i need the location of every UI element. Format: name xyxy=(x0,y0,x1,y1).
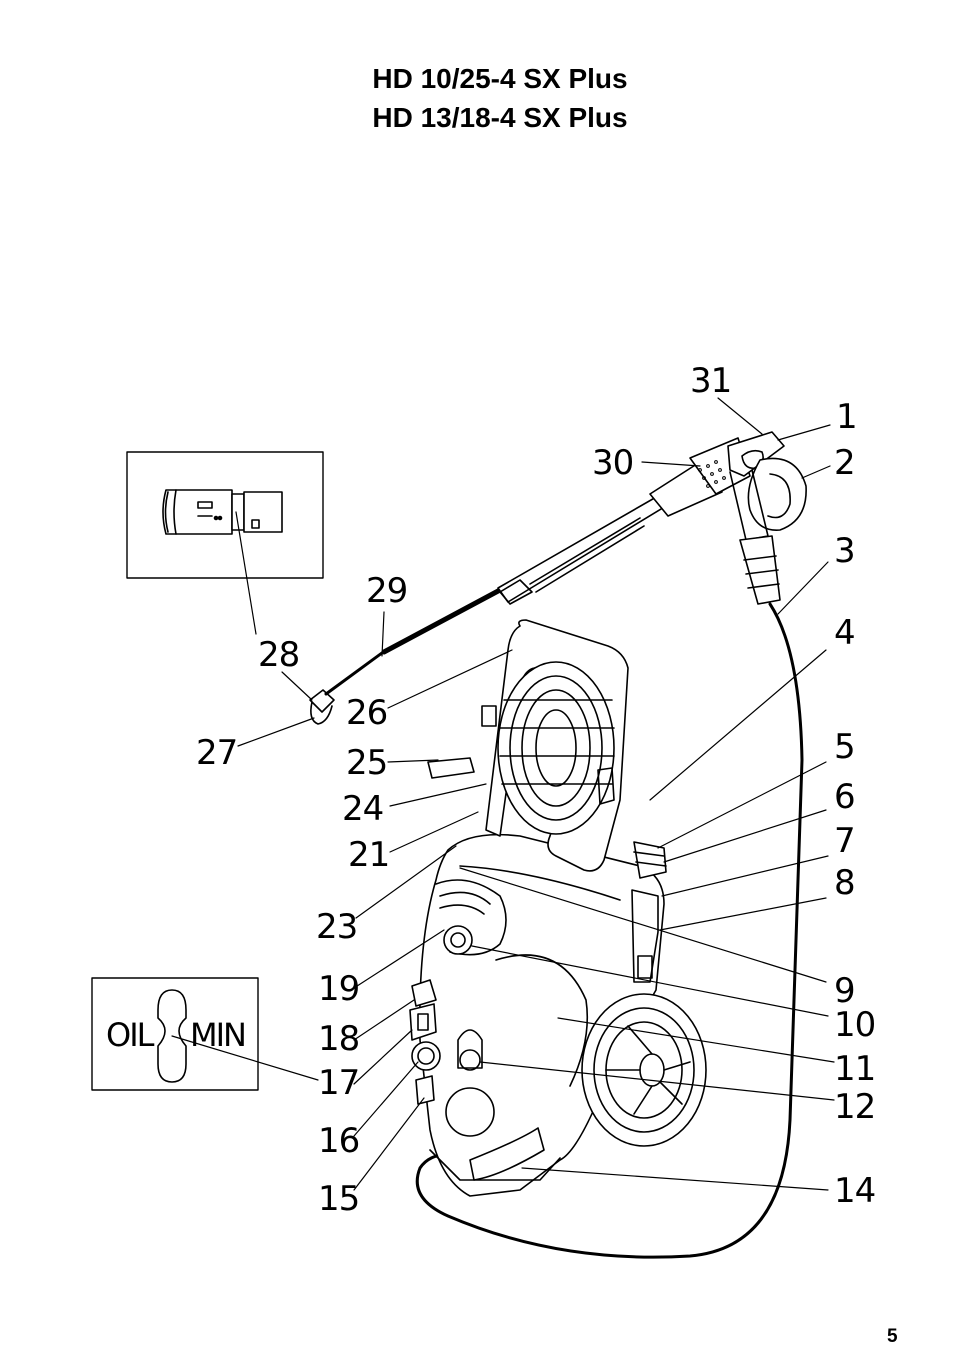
callout-25: 25 xyxy=(346,743,388,783)
spray-lance xyxy=(309,437,751,725)
trigger-gun xyxy=(727,431,807,605)
callout-11: 11 xyxy=(834,1049,876,1089)
callout-23: 23 xyxy=(316,907,358,947)
callout-14: 14 xyxy=(834,1171,876,1211)
callout-17: 17 xyxy=(318,1063,360,1103)
min-label: MIN xyxy=(190,1016,245,1054)
oil-label: OIL xyxy=(106,1016,155,1054)
callout-3: 3 xyxy=(834,531,856,571)
detergent-container xyxy=(631,841,667,983)
oil-gauge-inset xyxy=(91,977,259,1091)
callout-9: 9 xyxy=(834,971,856,1011)
callout-7: 7 xyxy=(834,821,856,861)
callout-16: 16 xyxy=(318,1121,360,1161)
title-line-2: HD 13/18-4 SX Plus xyxy=(372,102,628,133)
callout-8: 8 xyxy=(834,863,856,903)
callout-26: 26 xyxy=(346,693,388,733)
side-controls xyxy=(409,979,441,1105)
callout-18: 18 xyxy=(318,1019,360,1059)
nozzle-detail-drawing xyxy=(162,489,283,535)
callout-19: 19 xyxy=(318,969,360,1009)
callout-30: 30 xyxy=(592,443,634,483)
callout-29: 29 xyxy=(366,571,408,611)
callout-15: 15 xyxy=(318,1179,360,1219)
title-line-1: HD 10/25-4 SX Plus xyxy=(372,63,628,94)
wheel xyxy=(581,993,707,1147)
hose-reel xyxy=(427,619,629,872)
callout-2: 2 xyxy=(834,443,856,483)
leader-lines xyxy=(171,397,835,1191)
callout-27: 27 xyxy=(196,733,238,773)
callout-5: 5 xyxy=(834,727,856,767)
high-pressure-hose xyxy=(415,602,804,1259)
callout-4: 4 xyxy=(834,613,856,653)
callout-21: 21 xyxy=(348,835,390,875)
callout-31: 31 xyxy=(690,361,732,401)
oil-sight-glass-icon xyxy=(157,989,187,1083)
callout-6: 6 xyxy=(834,777,856,817)
nozzle-detail-inset xyxy=(126,451,324,579)
page-number: 5 xyxy=(887,1326,898,1347)
callout-12: 12 xyxy=(834,1087,876,1127)
callout-10: 10 xyxy=(834,1005,876,1045)
callout-1: 1 xyxy=(836,397,858,437)
callout-28: 28 xyxy=(258,635,300,675)
callout-24: 24 xyxy=(342,789,384,829)
